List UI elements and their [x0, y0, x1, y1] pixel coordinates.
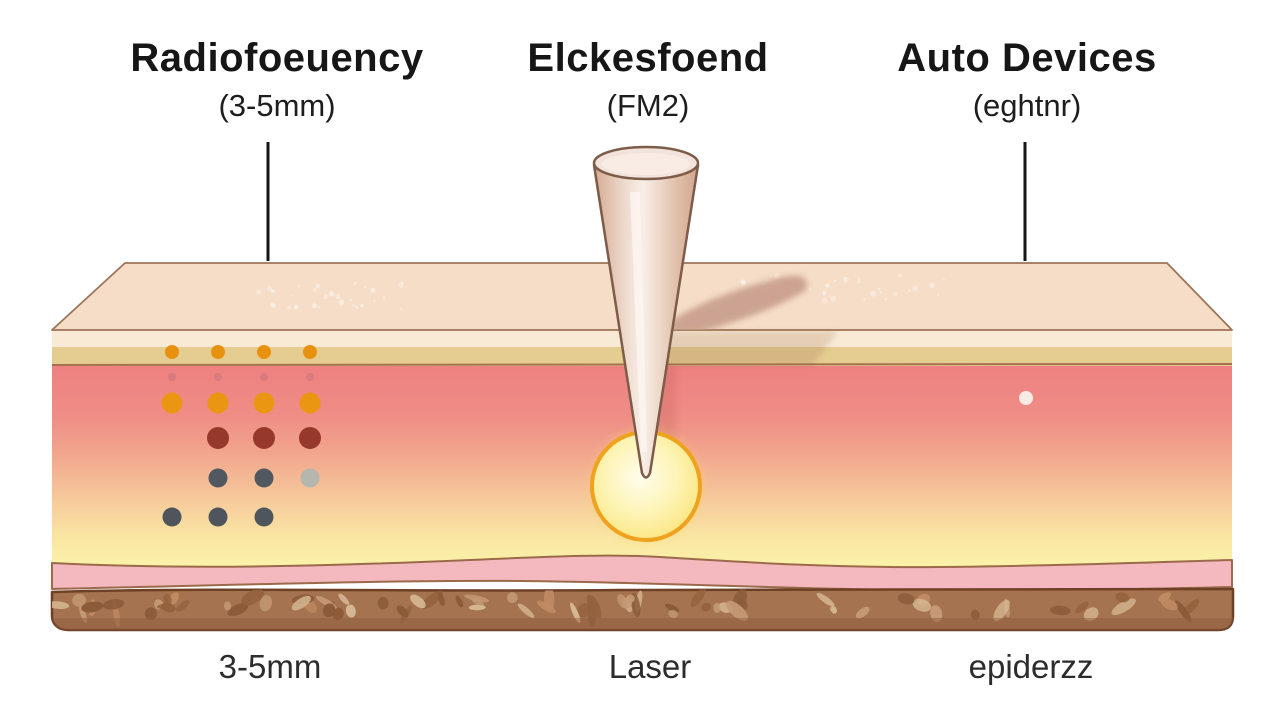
column-title: Radiofoeuency — [130, 36, 424, 80]
bottom-label-laser: Laser — [608, 648, 692, 685]
cone-shadow-on-surface — [658, 275, 807, 330]
laser-cone-highlight — [630, 192, 647, 452]
bottom-label-depth: 3-5mm — [218, 648, 322, 685]
hypodermis-layer — [51, 554, 1233, 592]
dots-group — [161, 345, 321, 527]
subcutaneous-bottom-band — [52, 618, 1233, 630]
laser-cone — [592, 145, 700, 479]
column-subtitle: (FM2) — [606, 88, 690, 123]
column-heading-laser: Elckesfoend (FM2) — [448, 36, 848, 124]
column-title: Elckesfoend — [527, 36, 769, 80]
laser-cone-body — [592, 163, 700, 479]
column-title: Auto Devices — [897, 36, 1157, 80]
laser-cone-opening-inner — [602, 153, 690, 175]
subcutaneous-texture — [52, 589, 1200, 628]
column-heading-radiofrequency: Radiofoeuency (3-5mm) — [77, 36, 477, 124]
column-subtitle: (3-5mm) — [218, 88, 336, 123]
lone-dot — [1019, 391, 1033, 405]
column-heading-devices: Auto Devices (eghtnr) — [827, 36, 1227, 124]
subcutaneous-layer — [50, 587, 1235, 632]
column-subtitle: (eghtnr) — [972, 88, 1082, 123]
cone-shadow-on-epidermis — [660, 331, 838, 366]
laser-energy-ball — [582, 422, 710, 550]
bottom-label-epidermis: epiderzz — [968, 648, 1094, 685]
